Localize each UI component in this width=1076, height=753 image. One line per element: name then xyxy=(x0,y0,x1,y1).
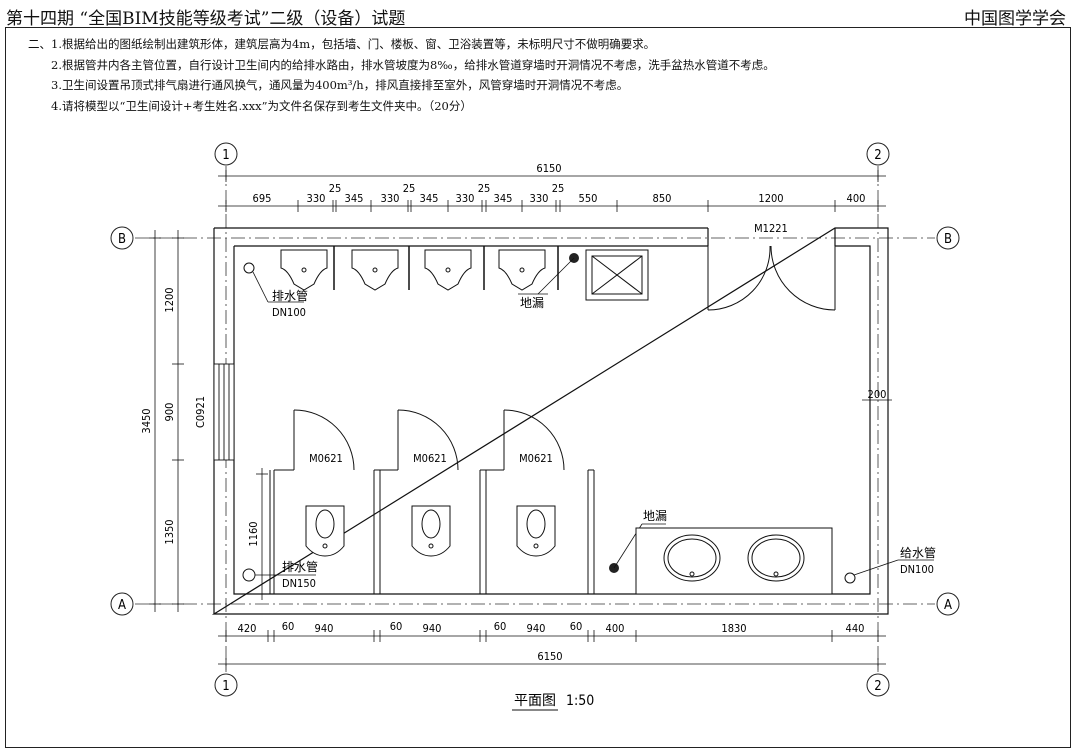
stall-door-label: M0621 xyxy=(309,452,343,465)
drain-pipe-dn100-icon xyxy=(243,262,304,303)
axis-bubble-2-top xyxy=(866,142,890,166)
washbasin-counter xyxy=(635,527,833,595)
axis-label-a-right: A xyxy=(944,598,952,613)
axis-bubble-1-top xyxy=(214,142,238,166)
dim-bottom: 60 xyxy=(282,620,295,633)
floor-drain-label-bottom: 地漏 xyxy=(643,509,667,523)
dim-bottom: 940 xyxy=(527,622,546,635)
dim-bottom: 420 xyxy=(238,622,257,635)
axis-bubble-b-right xyxy=(936,226,960,250)
squat-toilet xyxy=(305,505,345,557)
dim-top: 330 xyxy=(456,192,475,205)
note-3: 3.卫生间设置吊顶式排气扇进行通风换气，通风量为400m³/h，排风直接排至室外… xyxy=(51,78,629,92)
note-1: 二、1.根据给出的图纸绘制出建筑形体，建筑层高为4m，包括墙、门、楼板、窗、卫浴… xyxy=(28,37,656,51)
supply-pipe-dn100-icon xyxy=(844,559,934,584)
floor-drain-label-top: 地漏 xyxy=(520,296,544,310)
axis-bubble-a-right xyxy=(936,592,960,616)
dim-left: 1350 xyxy=(163,519,176,544)
drain-pipe-bottom-label: 排水管 xyxy=(282,559,318,574)
dim-bottom: 60 xyxy=(570,620,583,633)
exam-notes: 二、1.根据给出的图纸绘制出建筑形体，建筑层高为4m，包括墙、门、楼板、窗、卫浴… xyxy=(28,34,775,116)
drain-pipe-top-label: 排水管 xyxy=(272,288,308,303)
dim-top: 345 xyxy=(494,192,513,205)
supply-pipe-label: 给水管 xyxy=(900,545,936,560)
urinal-partitions xyxy=(333,246,559,290)
dim-top-total: 6150 xyxy=(536,162,561,175)
dim-top: 550 xyxy=(579,192,598,205)
dim-top: 25 xyxy=(478,182,491,195)
dim-bottom: 60 xyxy=(390,620,403,633)
dim-top: 25 xyxy=(329,182,342,195)
urinal xyxy=(280,249,328,291)
dim-top: 345 xyxy=(420,192,439,205)
dim-stall-depth: 1160 xyxy=(247,521,260,546)
stall-door-label: M0621 xyxy=(413,452,447,465)
dim-bottom: 440 xyxy=(846,622,865,635)
drain-pipe-bottom-size: DN150 xyxy=(282,577,316,590)
axis-label-2-top: 2 xyxy=(874,148,881,163)
floor-drain-icon xyxy=(609,523,666,573)
dim-top: 330 xyxy=(307,192,326,205)
stall-door-label: M0621 xyxy=(519,452,553,465)
main-door-m1221 xyxy=(707,245,836,311)
dim-bottom-total: 6150 xyxy=(537,650,562,663)
exam-title: 第十四期 “全国BIM技能等级考试”二级（设备）试题 xyxy=(6,9,406,29)
urinal xyxy=(351,249,399,291)
urinal xyxy=(424,249,472,291)
window-c0921 xyxy=(213,363,235,461)
axis-label-b-left: B xyxy=(118,232,126,247)
bottom-dimension-lines xyxy=(218,630,886,670)
toilet-stalls xyxy=(269,409,595,594)
dim-right-wall: 200 xyxy=(868,388,887,401)
main-door-label: M1221 xyxy=(754,222,788,235)
squat-toilet xyxy=(411,505,451,557)
axis-label-1-top: 1 xyxy=(222,148,229,163)
dim-top: 330 xyxy=(530,192,549,205)
left-dimension-lines xyxy=(149,230,268,612)
plan-scale: 1:50 xyxy=(566,693,594,709)
dim-bottom: 400 xyxy=(606,622,625,635)
axis-label-2-bottom: 2 xyxy=(874,679,881,694)
note-4: 4.请将模型以“卫生间设计+考生姓名.xxx”为文件名保存到考生文件夹中。（20… xyxy=(51,98,472,113)
dim-top: 695 xyxy=(253,192,272,205)
urinal xyxy=(498,249,546,291)
dim-top: 330 xyxy=(381,192,400,205)
dim-top: 25 xyxy=(403,182,416,195)
axis-bubble-2-bottom xyxy=(866,673,890,697)
note-2: 2.根据管井内各主管位置，自行设计卫生间内的给排水路由，排水管坡度为8‰，给排水… xyxy=(51,57,775,72)
axis-bubble-b-left xyxy=(110,226,134,250)
supply-pipe-size: DN100 xyxy=(900,563,934,576)
axis-label-b-right: B xyxy=(944,232,952,247)
top-dimension-lines xyxy=(218,170,886,212)
dim-bottom: 60 xyxy=(494,620,507,633)
dim-top: 345 xyxy=(345,192,364,205)
drain-pipe-top-size: DN100 xyxy=(272,306,306,319)
drain-pipe-dn150-icon xyxy=(242,568,316,582)
dim-left-total: 3450 xyxy=(140,408,153,433)
window-label: C0921 xyxy=(194,396,207,428)
plan-title: 平面图 xyxy=(514,693,556,709)
axis-bubble-a-left xyxy=(110,592,134,616)
dim-bottom: 940 xyxy=(423,622,442,635)
dim-bottom: 940 xyxy=(315,622,334,635)
axis-label-a-left: A xyxy=(118,598,126,613)
organization-name: 中国图学学会 xyxy=(964,9,1066,29)
dim-bottom: 1830 xyxy=(721,622,746,635)
axis-label-1-bottom: 1 xyxy=(222,679,229,694)
dim-top: 25 xyxy=(552,182,565,195)
dim-top: 850 xyxy=(653,192,672,205)
dim-top: 1200 xyxy=(758,192,783,205)
dim-top: 400 xyxy=(847,192,866,205)
floor-drain-icon xyxy=(518,253,579,295)
squat-toilet xyxy=(516,505,556,557)
axis-bubble-1-bottom xyxy=(214,673,238,697)
mop-sink xyxy=(585,249,649,301)
drawing-frame xyxy=(5,27,1071,748)
dim-left: 900 xyxy=(163,403,176,422)
dim-left: 1200 xyxy=(163,287,176,312)
